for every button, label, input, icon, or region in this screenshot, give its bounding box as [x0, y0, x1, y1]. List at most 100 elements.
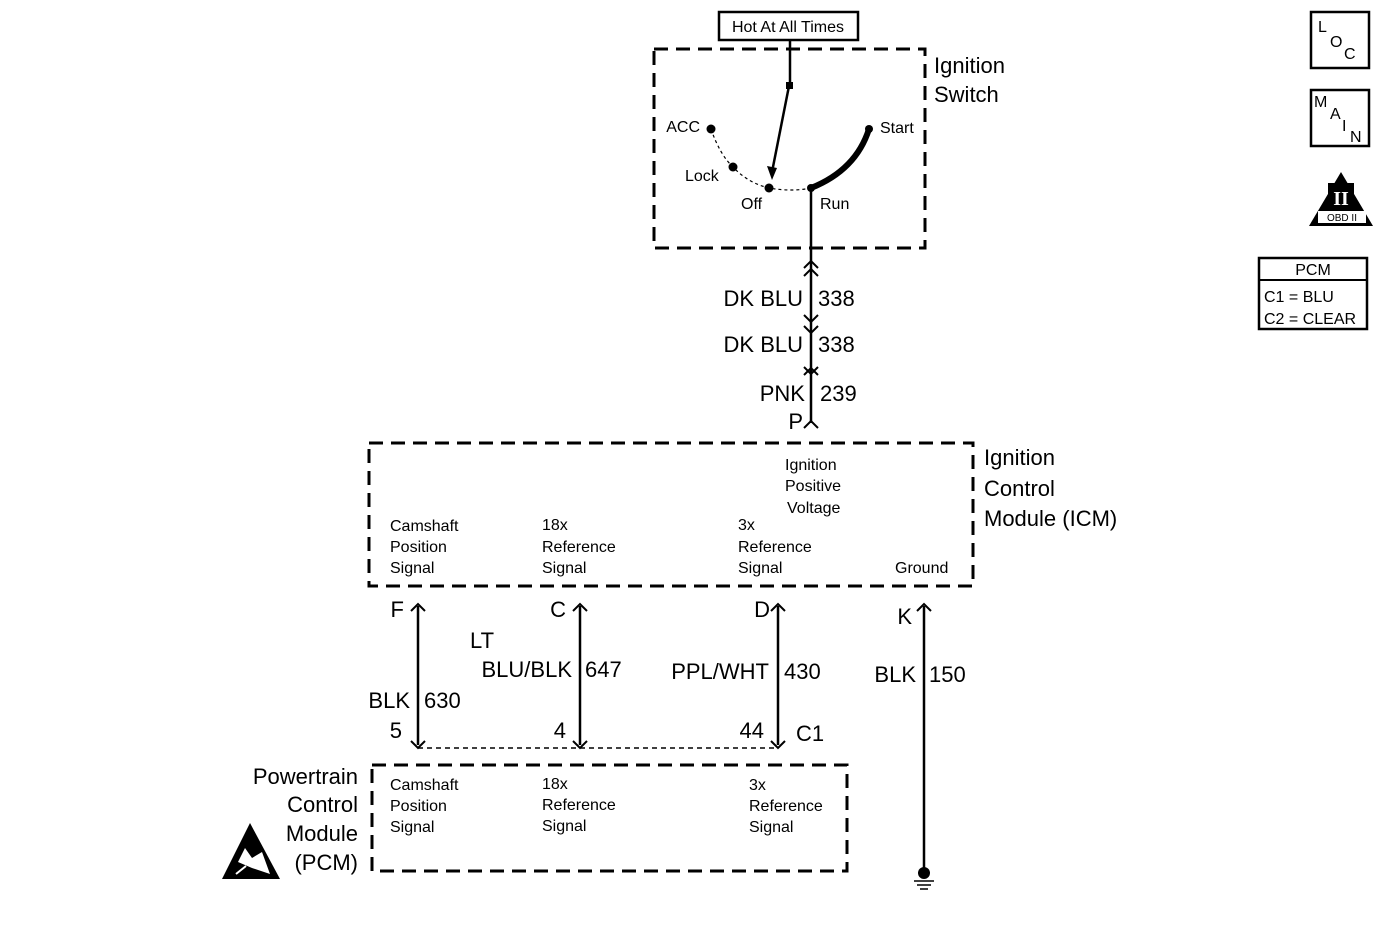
pcm-camshaft-3: Signal — [390, 819, 434, 836]
pin-5: 5 — [390, 718, 402, 743]
off-label: Off — [741, 196, 763, 213]
icm-positive-voltage-1: Ignition — [785, 457, 837, 474]
wire-color-1: DK BLU — [724, 286, 803, 311]
pcm-3x-2: Reference — [749, 798, 823, 815]
wire-630-circuit: 630 — [424, 688, 461, 713]
wire-647-color-2: BLU/BLK — [482, 657, 573, 682]
svg-text:II: II — [1333, 188, 1349, 210]
acc-label: ACC — [666, 119, 700, 136]
switch-position-arc — [710, 128, 812, 191]
hot-at-all-times-label: Hot At All Times — [732, 19, 844, 36]
wire-color-2: DK BLU — [724, 332, 803, 357]
start-label: Start — [880, 120, 914, 137]
pin-f: F — [391, 597, 404, 622]
connector-mark-6 — [803, 366, 819, 376]
pin-c: C — [550, 597, 566, 622]
icm-positive-voltage-3: Voltage — [787, 500, 840, 517]
pin-d-mark — [770, 602, 786, 612]
pcm-18x-3: Signal — [542, 818, 586, 835]
pin-44: 44 — [740, 718, 764, 743]
icm-3x-3: Signal — [738, 560, 782, 577]
wire-430-color: PPL/WHT — [671, 659, 769, 684]
icm-3x-2: Reference — [738, 539, 812, 556]
pcm-18x-1: 18x — [542, 776, 568, 793]
svg-text:A: A — [1330, 106, 1341, 123]
connector-c1: C1 — [796, 721, 824, 746]
icm-camshaft-2: Position — [390, 539, 447, 556]
wire-150-circuit: 150 — [929, 662, 966, 687]
pin-k-mark — [916, 602, 932, 612]
pcm-camshaft-1: Camshaft — [390, 777, 459, 794]
switch-pivot — [786, 82, 793, 89]
main-icon[interactable]: M A I N — [1309, 88, 1371, 148]
wire-circuit-3: 239 — [820, 381, 857, 406]
pcm-legend-title: PCM — [1295, 262, 1331, 279]
wire-630-color: BLK — [368, 688, 410, 713]
svg-text:N: N — [1350, 129, 1362, 146]
pin-k: K — [897, 604, 912, 629]
pcm-3x-3: Signal — [749, 819, 793, 836]
pcm-legend-c2: C2 = CLEAR — [1264, 311, 1356, 328]
icm-18x-1: 18x — [542, 517, 568, 534]
svg-text:I: I — [1342, 118, 1346, 135]
icm-18x-2: Reference — [542, 539, 616, 556]
pin-44-mark — [770, 740, 786, 750]
run-start-contact — [809, 128, 872, 191]
off-contact — [764, 183, 774, 193]
pcm-camshaft-2: Position — [390, 798, 447, 815]
switch-arm — [770, 85, 791, 173]
switch-arrow-head — [767, 166, 777, 180]
pcm-box — [370, 763, 849, 873]
connector-mark-3 — [803, 314, 819, 324]
connector-mark-4 — [803, 325, 819, 335]
icm-3x-1: 3x — [738, 517, 755, 534]
wire-circuit-2: 338 — [818, 332, 855, 357]
icm-title-1: Ignition — [984, 445, 1055, 470]
ground-symbol-icon — [914, 867, 934, 890]
icm-title-2: Control — [984, 476, 1055, 501]
pcm-3x-1: 3x — [749, 777, 766, 794]
svg-text:OBD II: OBD II — [1327, 213, 1357, 224]
svg-text:O: O — [1330, 34, 1342, 51]
pcm-18x-2: Reference — [542, 797, 616, 814]
icm-box — [367, 441, 975, 588]
connector-mark-5 — [803, 366, 819, 376]
wire-647-color-1: LT — [470, 628, 494, 653]
pcm-title-1: Powertrain — [253, 764, 358, 789]
run-label: Run — [820, 196, 849, 213]
svg-text:M: M — [1314, 94, 1327, 111]
pin-d: D — [754, 597, 770, 622]
pcm-title-4: (PCM) — [294, 850, 358, 875]
pin-p: P — [788, 409, 803, 434]
icm-camshaft-1: Camshaft — [390, 518, 459, 535]
icm-camshaft-3: Signal — [390, 560, 434, 577]
lock-label: Lock — [685, 168, 720, 185]
connector-mark-2 — [803, 267, 819, 277]
icm-positive-voltage-2: Positive — [785, 478, 841, 495]
connector-mark-1 — [803, 259, 819, 269]
hot-at-all-times-box — [717, 10, 860, 42]
wire-647-circuit: 647 — [585, 657, 622, 682]
icm-title-3: Module (ICM) — [984, 506, 1117, 531]
wire-150-color: BLK — [874, 662, 916, 687]
lock-contact — [728, 162, 738, 172]
pcm-connector-legend: PCM C1 = BLU C2 = CLEAR — [1257, 256, 1369, 331]
esd-warning-icon — [222, 823, 280, 879]
connector-mark-p — [803, 419, 819, 429]
pcm-title-2: Control — [287, 792, 358, 817]
wire-circuit-1: 338 — [818, 286, 855, 311]
pin-f-mark — [410, 602, 426, 612]
ignition-switch-title-2: Switch — [934, 82, 999, 107]
wire-430-circuit: 430 — [784, 659, 821, 684]
pcm-legend-c1: C1 = BLU — [1264, 289, 1334, 306]
pin-c-mark — [572, 602, 588, 612]
ignition-switch-title-1: Ignition — [934, 53, 1005, 78]
loc-icon[interactable]: L O C — [1309, 10, 1371, 70]
icm-ground: Ground — [895, 560, 948, 577]
icm-18x-3: Signal — [542, 560, 586, 577]
pin-4: 4 — [554, 718, 566, 743]
pcm-title-3: Module — [286, 821, 358, 846]
obd-ii-icon[interactable]: II OBD II — [1309, 172, 1373, 226]
svg-text:L: L — [1318, 19, 1327, 36]
